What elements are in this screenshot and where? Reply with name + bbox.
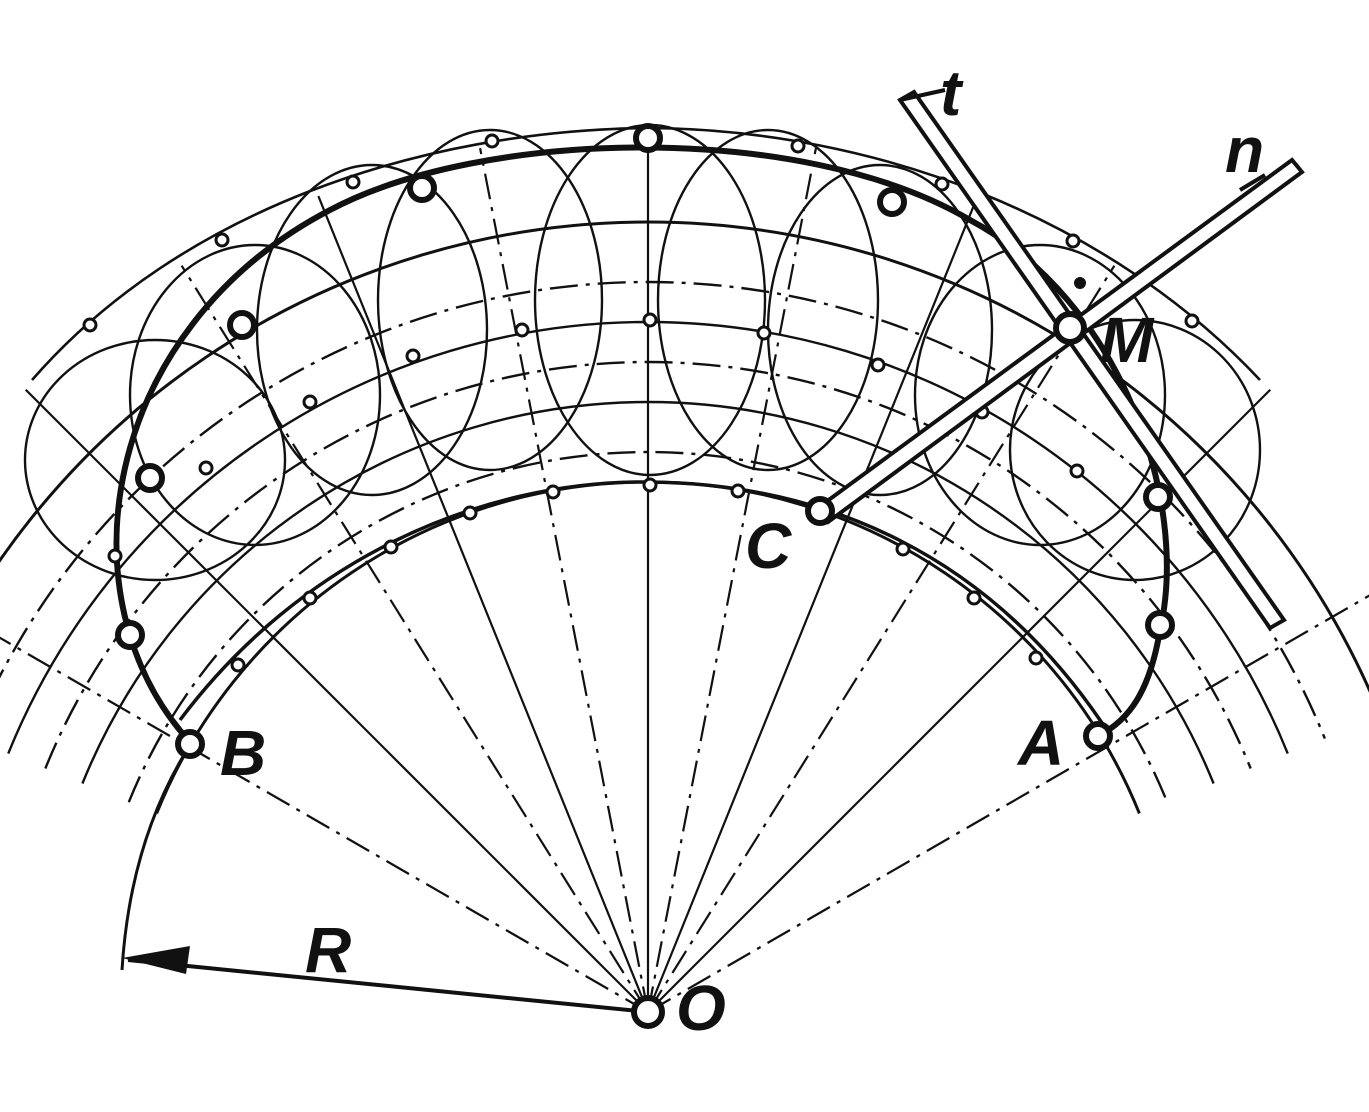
generating-circle: [533, 123, 767, 477]
ray-line: [0, 636, 649, 1013]
top-point: [633, 123, 663, 153]
key-points: [115, 123, 1175, 1029]
construction-point: [730, 483, 746, 499]
label-point-m: M: [1100, 304, 1155, 376]
ray-line: [647, 265, 1116, 1013]
construction-point: [405, 348, 421, 364]
label-point-a: A: [1016, 707, 1064, 779]
point-m: [1053, 311, 1087, 345]
ray-line: [180, 265, 649, 1013]
construction-point: [870, 357, 886, 373]
envelope-point: [877, 187, 907, 217]
guide-arc: [81, 400, 1215, 784]
construction-points: [82, 133, 1200, 673]
guide-arc: [44, 360, 1252, 769]
guide-arc: [0, 280, 1326, 739]
tangent-line: [897, 88, 1287, 631]
construction-point: [934, 176, 950, 192]
radius-sweep-arc: [120, 744, 192, 971]
envelope-curve: [31, 126, 1261, 745]
point-c: [805, 496, 835, 526]
point-a: [1083, 721, 1113, 751]
ray-line: [479, 147, 650, 1013]
label-normal-n: n: [1225, 114, 1264, 186]
construction-point: [82, 317, 98, 333]
generating-circles: [23, 123, 1262, 582]
construction-point: [302, 590, 318, 606]
ray-line: [646, 195, 979, 1013]
envelope-point: [407, 173, 437, 203]
generating-circle: [656, 128, 880, 472]
envelope-point: [227, 310, 257, 340]
construction-point: [642, 312, 658, 328]
generating-circle: [913, 243, 1167, 547]
envelope-point: [1143, 482, 1173, 512]
label-point-b: B: [220, 717, 266, 789]
generating-circle: [128, 243, 382, 547]
construction-point: [302, 394, 318, 410]
envelope-point: [135, 463, 165, 493]
generating-circle: [1008, 318, 1262, 582]
generating-circle: [376, 128, 604, 472]
construction-point: [790, 138, 806, 154]
right-angle-mark: [1074, 277, 1086, 289]
generating-circle: [23, 338, 287, 582]
radius-line: [127, 958, 649, 1014]
construction-point: [214, 232, 230, 248]
radial-rays: [0, 132, 1369, 1013]
construction-point: [198, 460, 214, 476]
construction-point: [1069, 463, 1085, 479]
generating-circle: [255, 163, 489, 497]
ray-line: [646, 147, 817, 1013]
label-radius-r: R: [305, 914, 351, 986]
construction-point: [484, 133, 500, 149]
label-tangent-t: t: [940, 57, 964, 129]
construction-point: [966, 590, 982, 606]
ray-line: [647, 594, 1369, 1013]
construction-point: [1065, 233, 1081, 249]
point-b: [175, 729, 205, 759]
guide-arc: [127, 450, 1169, 803]
point-o: [631, 995, 665, 1029]
label-point-c: C: [745, 510, 792, 582]
radius-arrow-head: [122, 946, 190, 974]
envelope-point: [1145, 610, 1175, 640]
construction-point: [230, 657, 246, 673]
construction-point: [895, 541, 911, 557]
construction-point: [545, 484, 561, 500]
construction-point: [1184, 313, 1200, 329]
construction-point: [1028, 650, 1044, 666]
ray-line: [24, 388, 649, 1013]
construction-point: [345, 174, 361, 190]
guide-arc: [0, 220, 1369, 693]
envelope-path: [113, 144, 1170, 745]
ray-line: [317, 195, 650, 1013]
label-center-o: O: [676, 972, 726, 1044]
construction-point: [642, 477, 658, 493]
construction-point: [383, 539, 399, 555]
envelope-point: [115, 620, 145, 650]
construction-point: [107, 548, 123, 564]
construction-point: [462, 505, 478, 521]
construction-point: [756, 325, 772, 341]
construction-point: [514, 322, 530, 338]
